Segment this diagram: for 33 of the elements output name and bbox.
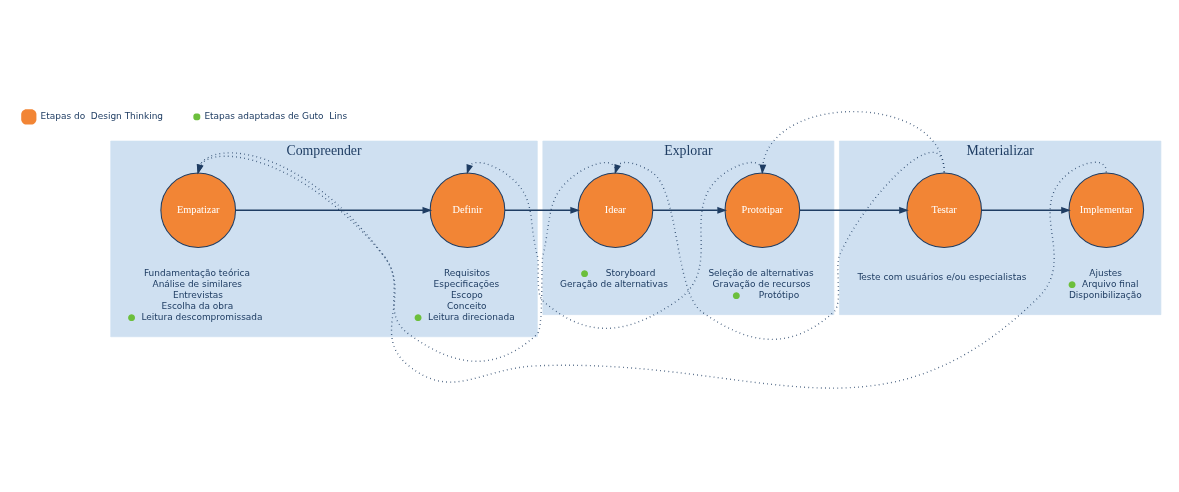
node-label: Escopo: [450, 289, 483, 300]
node-circle: Empatizar: [160, 172, 237, 249]
node-label: Fundamentação teórica: [143, 267, 250, 278]
arrow: [799, 206, 909, 214]
node-circle: Definir: [429, 172, 506, 249]
node-label: Entrevistas: [172, 289, 224, 300]
arrow: [759, 110, 945, 175]
node-circle: Prototipar: [724, 172, 801, 249]
arrow: [652, 206, 728, 214]
node-label: Gravação de recursos: [712, 278, 811, 289]
legend-label: Etapas do Design Thinking: [40, 111, 164, 122]
node-label: ● Leitura direcionada: [414, 311, 515, 322]
node-label: Seleção de alternativas: [708, 267, 814, 278]
node-circle: Idear: [577, 172, 654, 249]
node-label: Teste com usuários e/ou especialistas: [857, 271, 1027, 282]
arrow: [980, 206, 1071, 214]
arrow: [504, 206, 581, 214]
node-label: Requisitos: [443, 267, 491, 278]
node-label: Análise de similares: [152, 278, 243, 289]
node-label: Escolha da obra: [161, 300, 234, 311]
node-circle: Implementar: [1068, 172, 1145, 249]
node-label: ● Leitura descompromissada: [127, 311, 263, 322]
node-label: ● Protótipo: [732, 289, 800, 300]
node-label: ● Arquivo final: [1068, 278, 1139, 289]
node-label: Ajustes: [1089, 267, 1123, 278]
node-label: Geração de alternativas: [560, 278, 668, 289]
legend-label: Etapas adaptadas de Guto Lins: [204, 111, 348, 122]
node-label: Especificações: [433, 278, 500, 289]
node-label: Conceito: [447, 300, 487, 311]
node-label: Disponibilização: [1068, 289, 1142, 300]
node-label: ● Storyboard: [580, 267, 656, 278]
arrow: [234, 206, 433, 214]
node-circle: Testar: [906, 172, 982, 249]
